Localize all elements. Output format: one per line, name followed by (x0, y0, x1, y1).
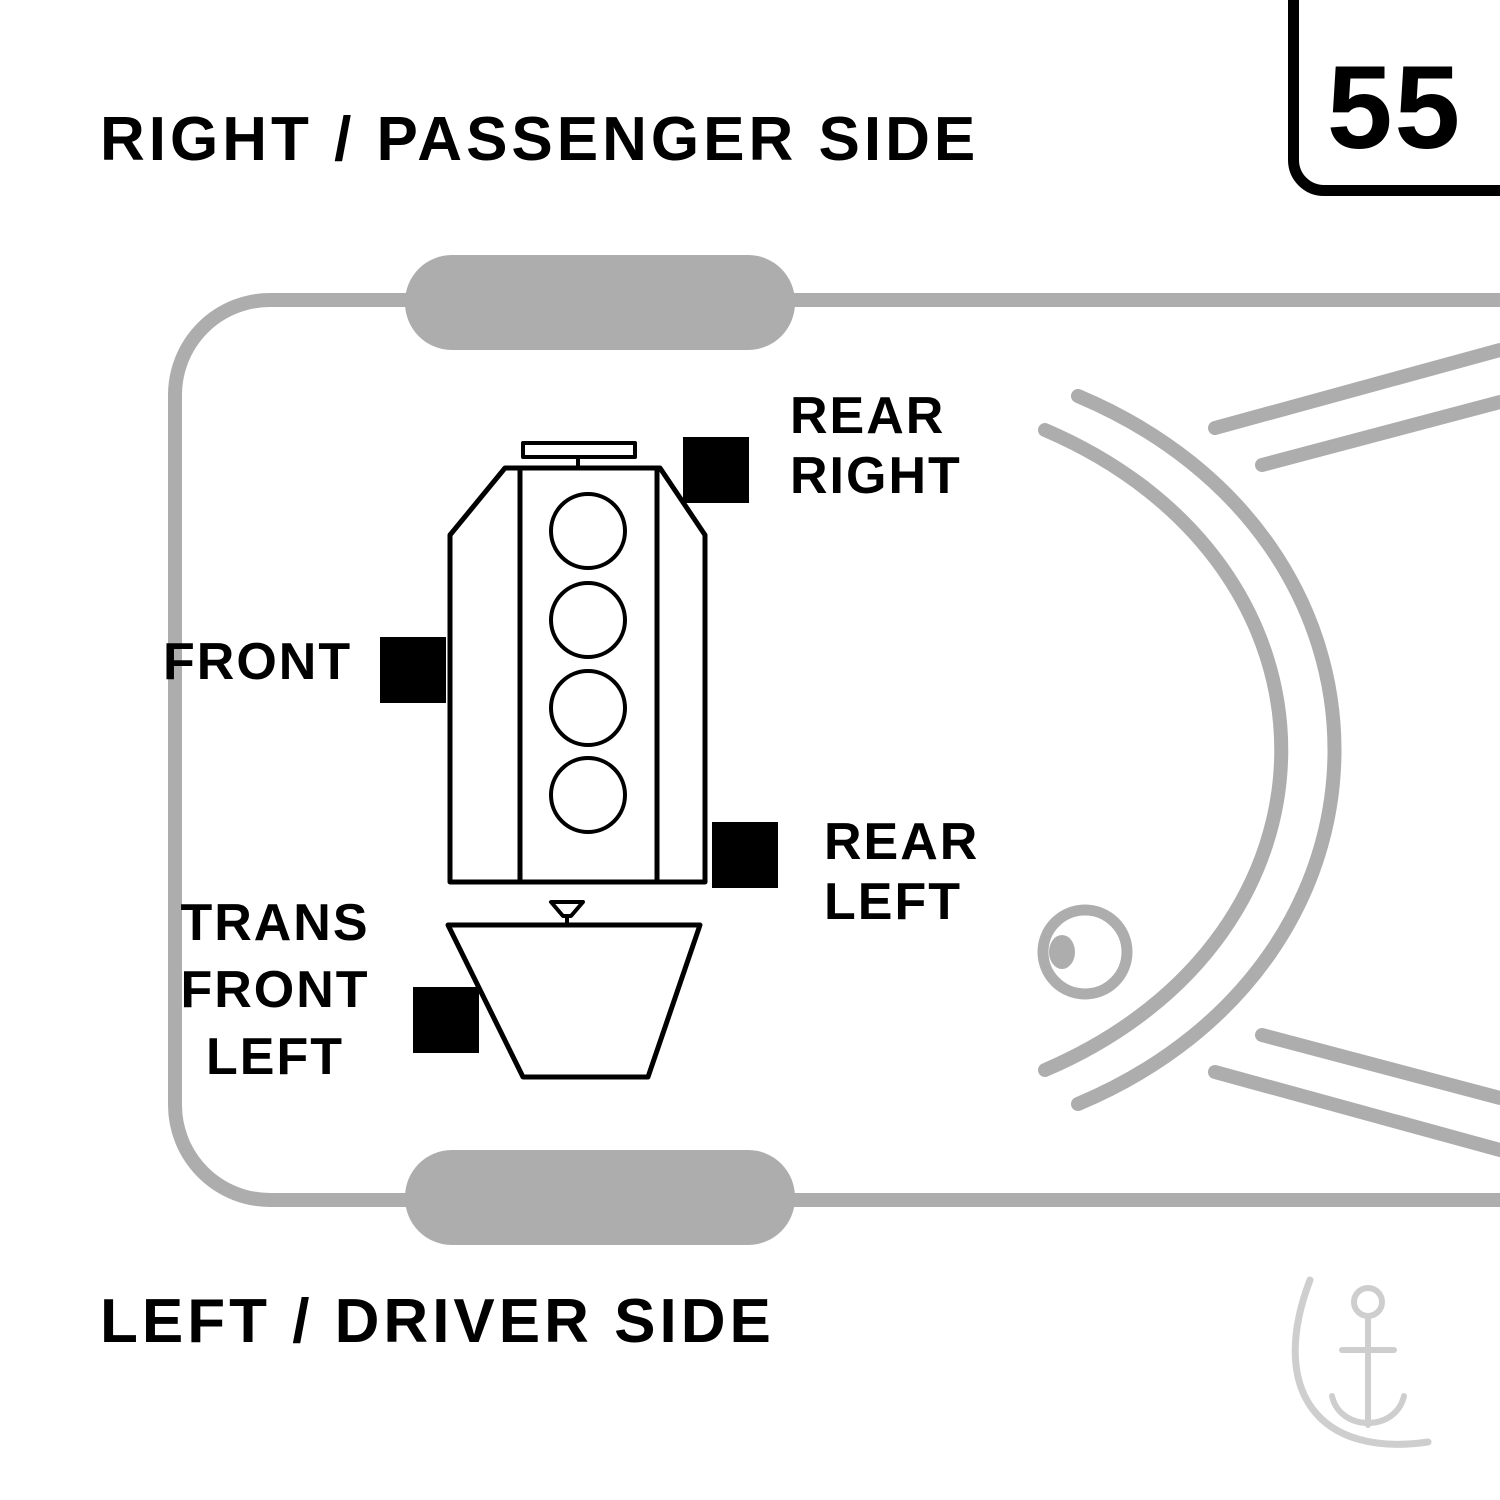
mount-markers (380, 437, 778, 1053)
page-number: 55 (1326, 42, 1463, 174)
windshield-outer-arc (1071, 389, 1342, 1111)
side-mirror-detail (1037, 904, 1133, 1000)
watermark-anchor-ring (1351, 1285, 1385, 1319)
car-front-outline (168, 293, 437, 1207)
mount-marker-rear-right (683, 437, 749, 503)
mount-label-line: FRONT (163, 633, 353, 691)
shifter-symbol (549, 900, 585, 918)
cylinder-4 (549, 756, 627, 834)
mount-label-line: TRANS (180, 894, 370, 952)
mount-label-line: LEFT (824, 873, 962, 931)
mount-label-line: LEFT (206, 1028, 344, 1086)
mount-label-rear-right: REAR RIGHT (790, 386, 962, 506)
watermark-anchor-arms (1329, 1393, 1407, 1426)
mount-marker-front (380, 637, 446, 703)
windshield-inner-arc (1038, 423, 1289, 1077)
mount-label-front: FRONT (163, 632, 352, 692)
roof-line-top-outer (1208, 343, 1500, 435)
right-passenger-side-title: RIGHT / PASSENGER SIDE (100, 105, 980, 174)
engine-front-bar (521, 441, 637, 459)
cylinder-3 (549, 669, 627, 747)
left-side-tire (405, 1150, 795, 1245)
left-driver-side-title: LEFT / DRIVER SIDE (100, 1287, 775, 1356)
engine-block (445, 441, 708, 1080)
mount-label-rear-left: REAR LEFT (824, 812, 979, 932)
mount-marker-rear-left (712, 822, 778, 888)
roof-line-bottom-inner (1255, 1028, 1500, 1105)
transmission-outline (445, 922, 703, 1080)
roof-line-top-inner (1255, 395, 1500, 472)
mount-label-trans-front-left: TRANS FRONT LEFT (150, 890, 400, 1091)
mount-label-line: FRONT (180, 961, 370, 1019)
roof-line-bottom-outer (1208, 1065, 1500, 1157)
right-side-tire (405, 255, 795, 350)
cylinder-1 (549, 492, 627, 570)
mount-label-line: RIGHT (790, 447, 962, 505)
mount-marker-trans-front-left (413, 987, 479, 1053)
anchor-watermark-icon (1291, 1276, 1432, 1448)
page-number-box (1288, 0, 1500, 196)
cylinder-2 (549, 581, 627, 659)
watermark-swirl (1291, 1276, 1432, 1448)
mount-label-line: REAR (824, 813, 980, 871)
side-mirror-dot (1049, 935, 1075, 969)
mount-label-line: REAR (790, 387, 946, 445)
